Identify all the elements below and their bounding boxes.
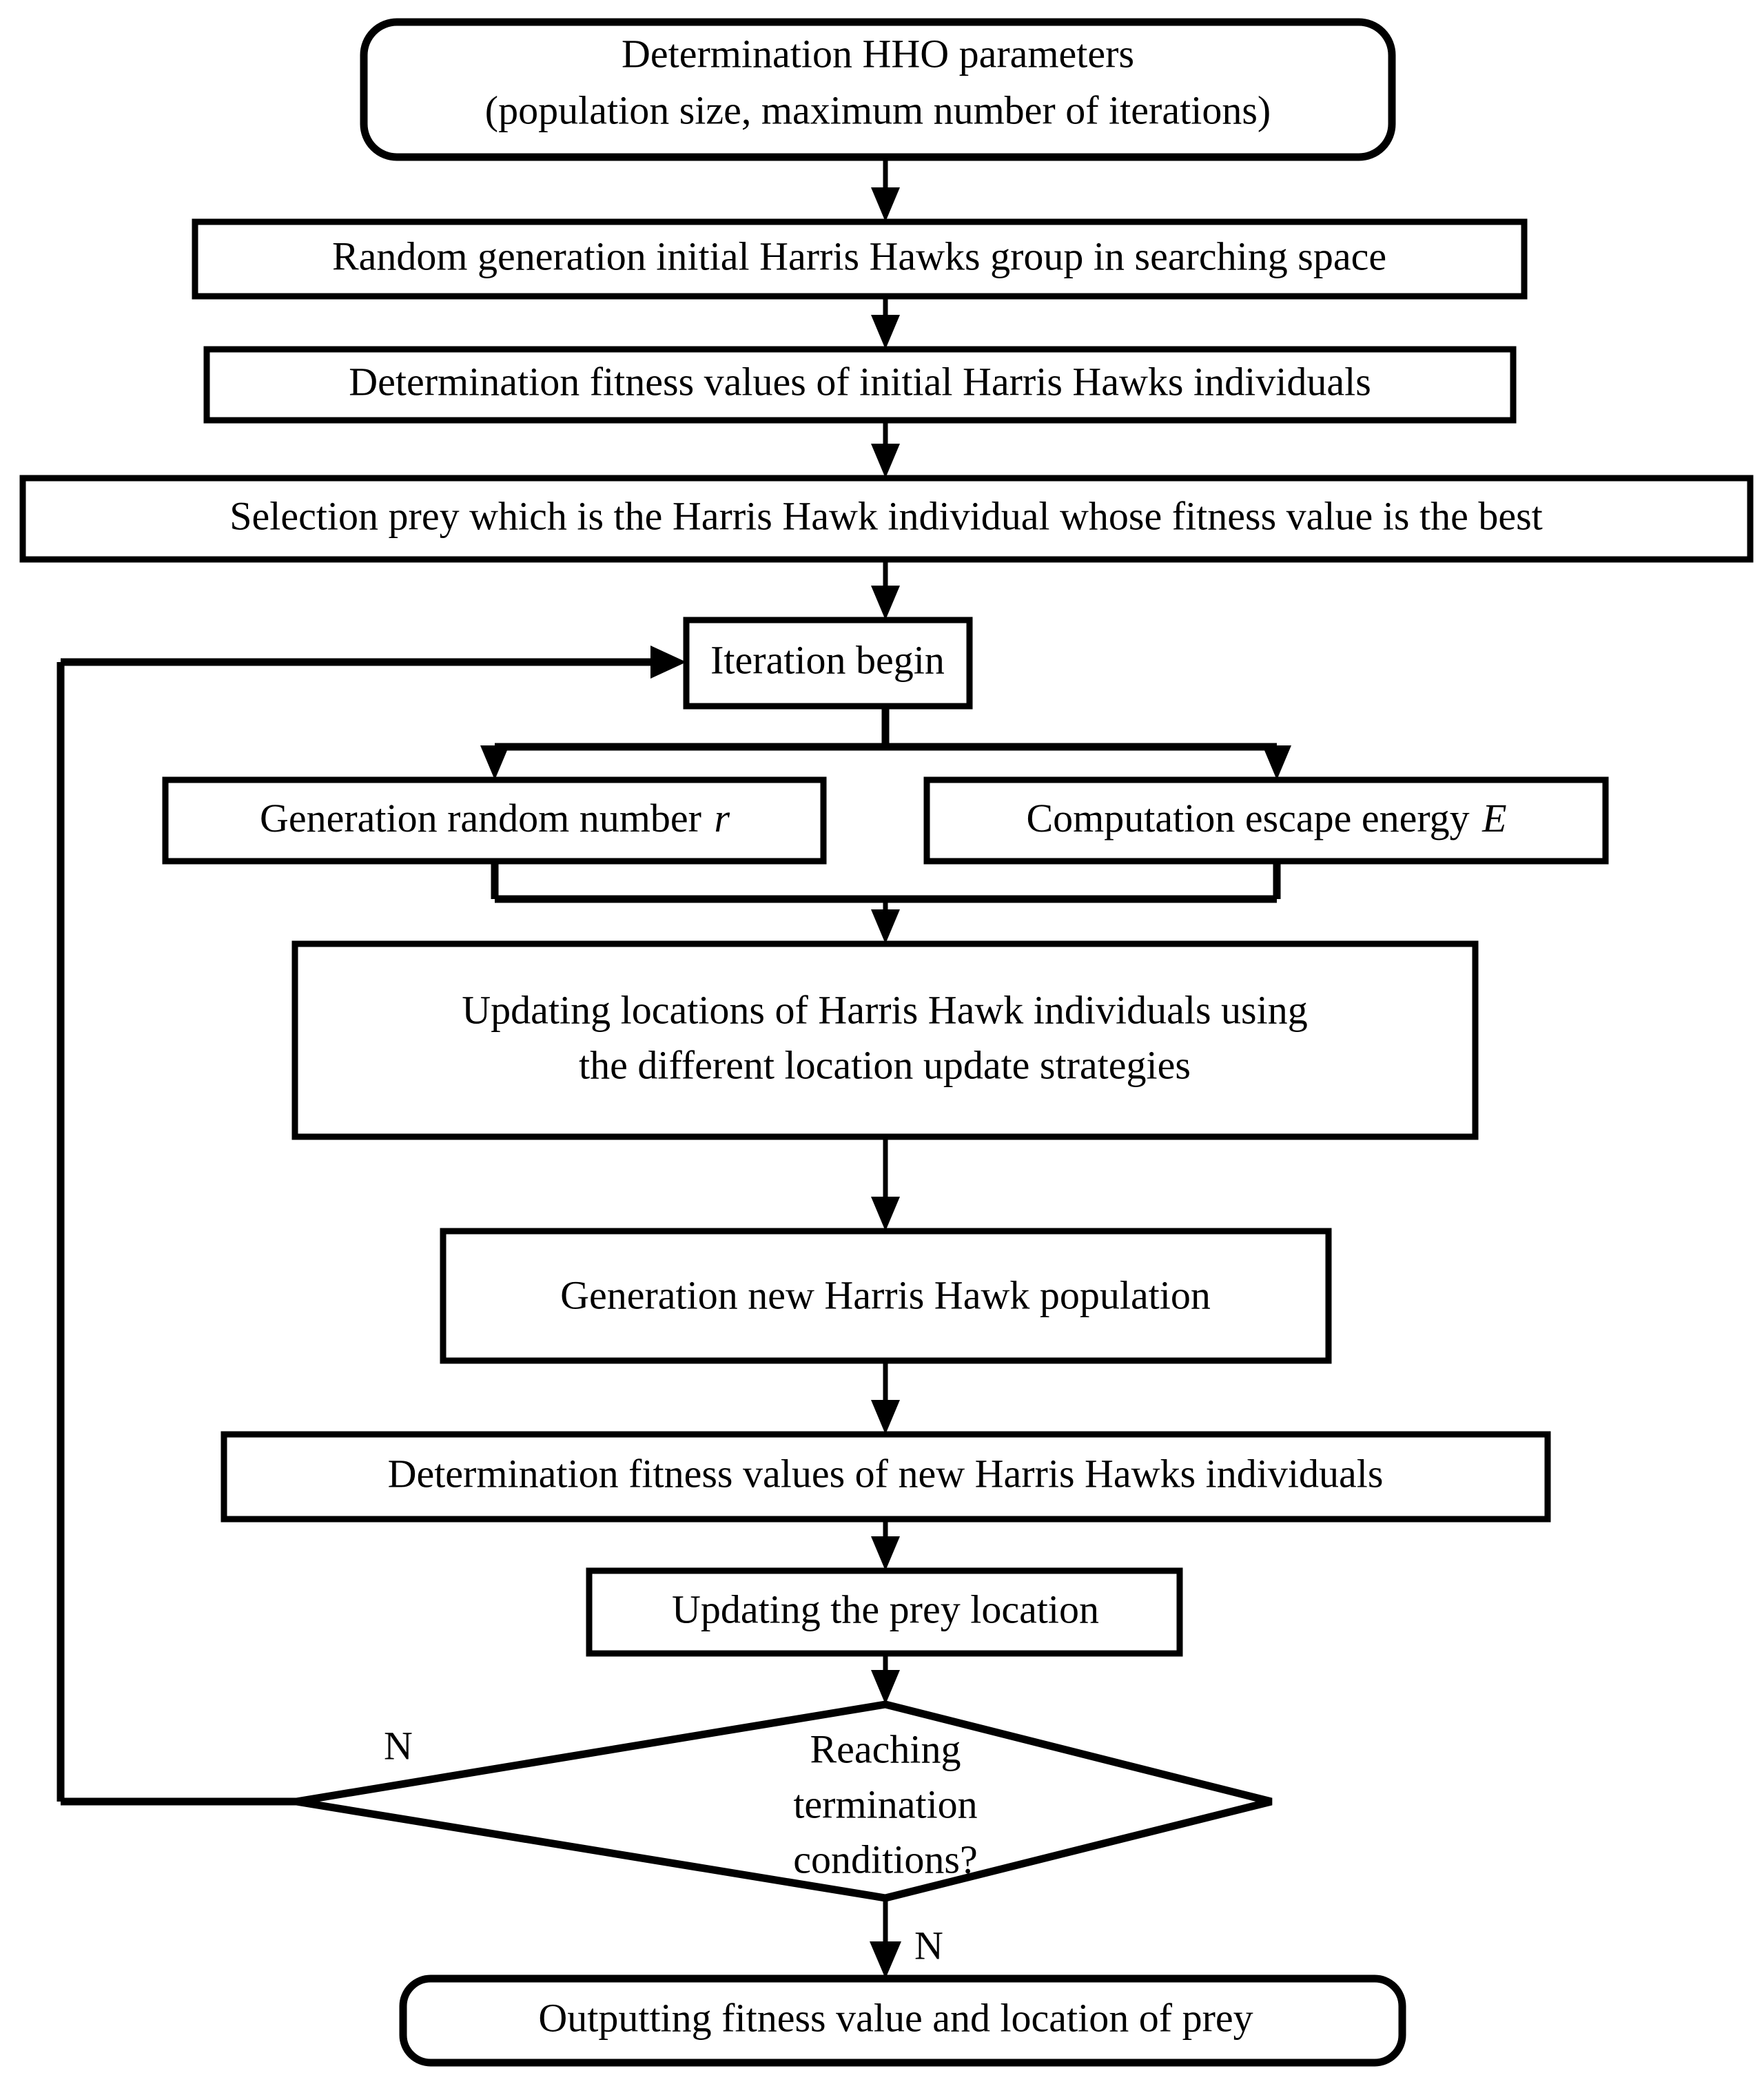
node-termination-decision[interactable]: Reaching termination conditions? (296, 1700, 1273, 1902)
edge-label-loop-back-n: N (384, 1723, 413, 1768)
node-generation-random-number[interactable]: Generation random number r (162, 776, 827, 865)
node-determination-new-fitness[interactable]: Determination fitness values of new Harr… (220, 1431, 1551, 1523)
node-label-random-number-text: Generation random number (260, 796, 712, 840)
connector-update-locations-to-new-population (871, 1137, 900, 1231)
connector-iteration-split (480, 706, 1291, 780)
node-generation-new-population[interactable]: Generation new Harris Hawk population (440, 1228, 1332, 1364)
node-random-generation-initial-group[interactable]: Random generation initial Harris Hawks g… (192, 218, 1528, 300)
connector-start-to-init-group (871, 157, 900, 222)
node-label-init-fitness: Determination fitness values of initial … (349, 359, 1371, 404)
node-label-escape-energy-symbol: E (1481, 796, 1506, 840)
node-label-update-prey: Updating the prey location (672, 1587, 1099, 1631)
node-label-termination-line3: conditions? (793, 1837, 977, 1881)
node-label-iteration-begin: Iteration begin (710, 637, 945, 682)
node-outputting-fitness-and-location[interactable]: Outputting fitness value and location of… (399, 1974, 1406, 2067)
node-label-select-prey: Selection prey which is the Harris Hawk … (229, 493, 1543, 538)
connector-termination-loop-back (57, 646, 686, 1806)
node-label-new-fitness: Determination fitness values of new Harr… (388, 1451, 1384, 1496)
node-updating-locations[interactable]: Updating locations of Harris Hawk indivi… (291, 940, 1479, 1140)
node-label-random-number: Generation random number r (260, 796, 730, 840)
connector-termination-to-output (870, 1898, 901, 1979)
node-label-termination-line1: Reaching (810, 1726, 961, 1771)
node-determination-initial-fitness[interactable]: Determination fitness values of initial … (203, 346, 1517, 424)
node-computation-escape-energy[interactable]: Computation escape energy E (923, 776, 1609, 865)
node-selection-prey[interactable]: Selection prey which is the Harris Hawk … (19, 475, 1754, 563)
connector-init-fitness-to-select-prey (871, 420, 900, 478)
node-label-output: Outputting fitness value and location of… (538, 1995, 1253, 2040)
node-label-escape-energy: Computation escape energy E (1026, 796, 1506, 840)
node-label-start-line2: (population size, maximum number of iter… (485, 87, 1271, 132)
node-label-update-locations-line2: the different location update strategies (579, 1042, 1191, 1087)
node-label-start-line1: Determination HHO parameters (622, 31, 1134, 76)
node-label-new-population: Generation new Harris Hawk population (560, 1272, 1211, 1317)
node-label-random-number-symbol: r (714, 796, 730, 840)
node-label-termination-line2: termination (793, 1782, 977, 1826)
node-label-init-group: Random generation initial Harris Hawks g… (332, 234, 1386, 278)
node-label-escape-energy-text: Computation escape energy (1026, 796, 1479, 840)
connector-new-fitness-to-update-prey (871, 1519, 900, 1571)
connector-new-population-to-new-fitness (871, 1361, 900, 1434)
connector-merge-to-update-locations (491, 861, 1281, 944)
node-updating-prey-location[interactable]: Updating the prey location (586, 1567, 1183, 1657)
connector-select-prey-to-iteration-begin (871, 559, 900, 620)
connector-init-group-to-init-fitness (871, 296, 900, 349)
edge-label-exit-n: N (914, 1923, 943, 1968)
node-determination-hho-parameters[interactable]: Determination HHO parameters (population… (360, 18, 1396, 161)
node-iteration-begin[interactable]: Iteration begin (683, 617, 973, 710)
connector-update-prey-to-termination (871, 1653, 900, 1704)
node-label-update-locations-line1: Updating locations of Harris Hawk indivi… (462, 987, 1308, 1032)
